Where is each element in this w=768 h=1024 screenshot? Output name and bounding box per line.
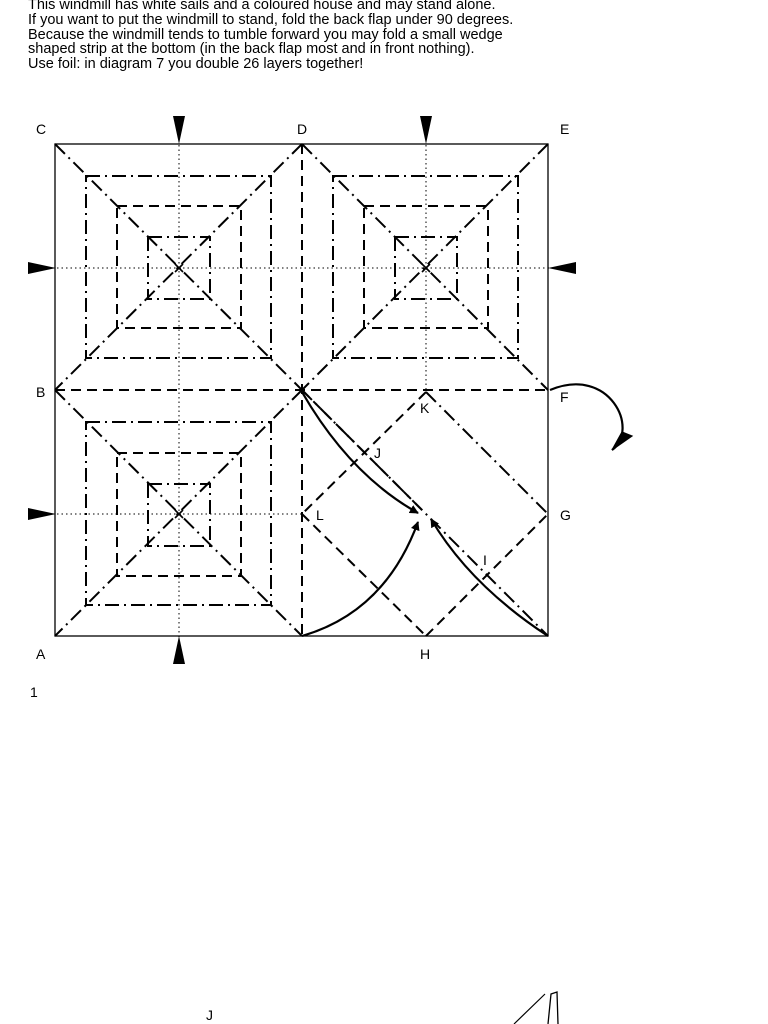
edge-pointer-icons (28, 116, 576, 664)
folded-flap-shape (547, 991, 559, 1024)
point-label-j: J (374, 445, 381, 461)
point-label-l: L (316, 507, 324, 523)
point-label-f: F (560, 389, 569, 405)
point-label-e: E (560, 121, 569, 137)
pointer-right-icon (28, 508, 56, 520)
instruction-line: If you want to put the windmill to stand… (28, 11, 514, 28)
center-marks (174, 263, 431, 519)
fold-arrows (301, 383, 634, 638)
valley-folds (55, 144, 549, 637)
point-labels: C D E B F K J L G I A H (36, 121, 571, 662)
point-label-h: H (420, 646, 430, 662)
flip-arrowhead-icon (611, 431, 634, 451)
point-label-g: G (560, 507, 571, 523)
point-label-a: A (36, 646, 46, 662)
fold-arrow-icon (301, 391, 419, 514)
point-label-i: I (483, 552, 487, 568)
instruction-line: This windmill has white sails and a colo… (28, 0, 496, 13)
point-label-d: D (297, 121, 307, 137)
next-diagram-fragment: J (206, 991, 559, 1024)
point-label-k: K (420, 400, 430, 416)
mountain-folds (54, 143, 549, 637)
instruction-line: Use foil: in diagram 7 you double 26 lay… (28, 56, 364, 73)
pointer-down-icon (420, 116, 432, 144)
next-point-label-j: J (206, 1007, 213, 1023)
dotted-guides (30, 118, 576, 662)
instruction-text: This windmill has white sails and a colo… (28, 0, 748, 72)
pointer-down-icon (173, 116, 185, 144)
pointer-up-icon (173, 636, 185, 664)
instruction-line: Because the windmill tends to tumble for… (28, 26, 503, 43)
instruction-line: shaped strip at the bottom (in the back … (28, 41, 475, 58)
pointer-left-icon (548, 262, 576, 274)
fold-arrow-icon (301, 521, 420, 638)
step-number: 1 (30, 684, 38, 700)
pointer-right-icon (28, 262, 56, 274)
point-label-c: C (36, 121, 46, 137)
point-label-b: B (36, 384, 45, 400)
fold-arrow-icon (430, 518, 549, 637)
